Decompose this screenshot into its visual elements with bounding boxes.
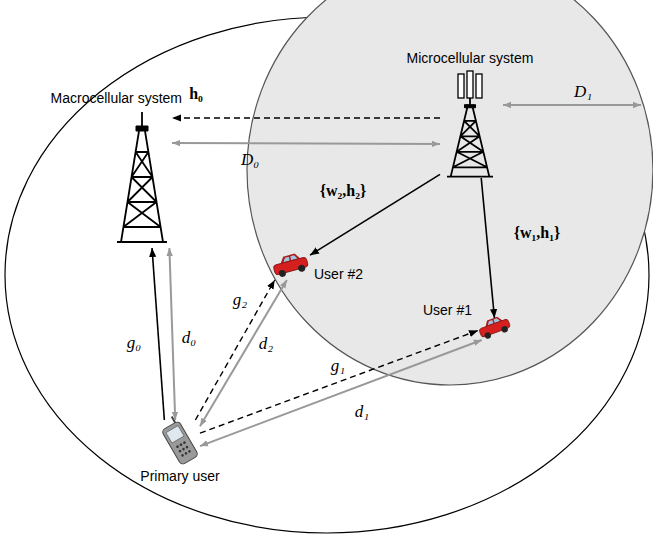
- channel-label: g₀: [127, 334, 141, 352]
- connector: [200, 280, 287, 426]
- microcell-region: [247, 0, 653, 385]
- distance-label: D₁: [574, 83, 592, 101]
- channel-label: D₀: [241, 151, 259, 169]
- channel-label: g₂: [233, 291, 247, 309]
- phone-icon: [158, 415, 199, 466]
- connector: [200, 330, 478, 433]
- car-icon: [271, 251, 309, 279]
- connector: [195, 280, 274, 420]
- primary-user: Primary user: [160, 420, 200, 466]
- connector: [169, 248, 175, 420]
- node-label: User #2: [314, 266, 363, 282]
- node-label: Macrocellular system: [51, 90, 182, 106]
- channel-label: {w₁,h₁}: [514, 224, 561, 242]
- channel-label: d₀: [182, 329, 196, 347]
- connector: [172, 117, 440, 118]
- channel-label: h₀: [189, 85, 203, 103]
- radius-arrow: [503, 104, 641, 106]
- channel-label: g₁: [331, 357, 345, 375]
- connector: [152, 248, 164, 420]
- macro-base-station: Macrocellular system: [112, 108, 172, 248]
- user-car: User #2: [272, 254, 310, 280]
- connector: [481, 178, 494, 318]
- node-label: Primary user: [140, 468, 219, 484]
- channel-label: {w₂,h₂}: [320, 182, 367, 200]
- micro-base-station: Microcellular system: [440, 70, 500, 178]
- macro-tower: [117, 112, 167, 242]
- connector: [200, 340, 482, 446]
- node-label: Microcellular system: [407, 50, 534, 66]
- user-car: User #1: [478, 318, 512, 340]
- connector: [310, 174, 440, 255]
- node-label: User #1: [423, 302, 472, 318]
- connector: [172, 142, 440, 145]
- channel-label: d₂: [259, 335, 273, 353]
- channel-label: d₁: [355, 403, 369, 421]
- micro-tower: [447, 71, 493, 177]
